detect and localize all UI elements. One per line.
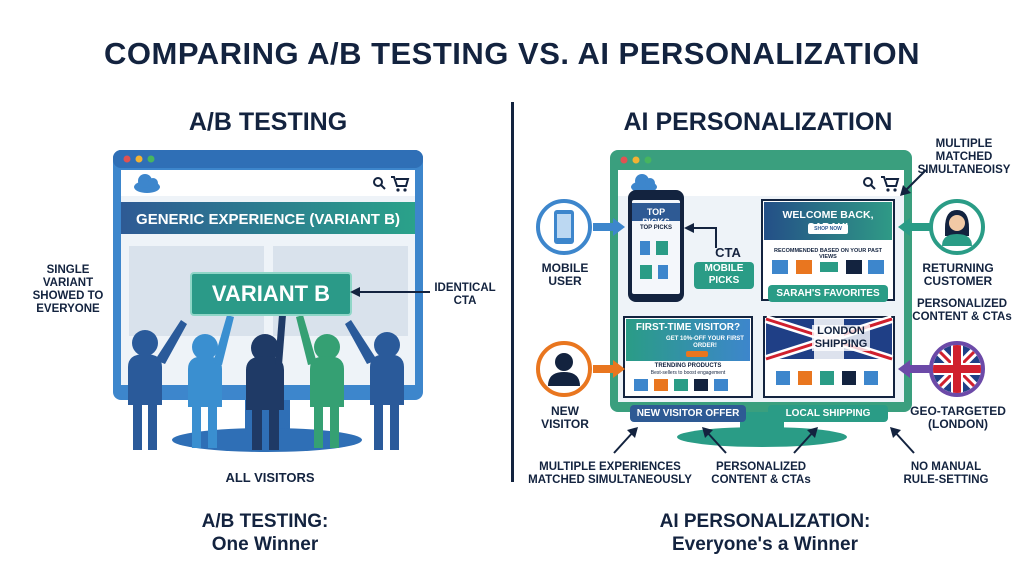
ab-heading: A/B TESTING xyxy=(188,108,348,136)
center-divider xyxy=(511,102,514,482)
uk-flag-icon xyxy=(929,341,985,397)
cta-arrow xyxy=(684,223,717,248)
returning-arrow xyxy=(898,218,930,236)
woman-icon xyxy=(929,199,985,255)
mobile-arrow xyxy=(593,218,625,236)
ai-footer-line1: AI PERSONALIZATION: xyxy=(659,511,871,532)
cta-label: CTA xyxy=(715,245,741,260)
ab-monitor-illustration xyxy=(113,150,423,452)
bottom-right-arrow xyxy=(890,427,915,454)
cart-icon xyxy=(391,176,410,192)
mobile-user-label: MOBILE USER xyxy=(541,261,589,288)
multiple-experiences-note: MULTIPLE EXPERIENCES MATCHED SIMULTANEOU… xyxy=(528,461,692,486)
geo-arrow xyxy=(898,360,930,378)
ai-footer-line2: Everyone's a Winner xyxy=(672,534,858,555)
identical-cta-note: IDENTICAL CTA xyxy=(434,282,496,307)
ab-footer-line1: A/B TESTING: xyxy=(201,511,329,532)
generic-experience-banner: GENERIC EXPERIENCE (VARIANT B) xyxy=(136,211,400,228)
ai-monitor-illustration xyxy=(610,150,912,447)
new-visitor-offer-button[interactable]: NEW VISITOR OFFER xyxy=(630,405,746,422)
returning-customer-label: RETURNING CUSTOMER xyxy=(922,261,994,288)
single-variant-note: SINGLE VARIANT SHOWED TO EVERYONE xyxy=(32,264,104,315)
phone-icon xyxy=(536,199,592,255)
multiple-matched-arrow xyxy=(900,169,927,196)
trending-products-sub: Best-sellers to boost engagement xyxy=(650,370,726,376)
search-icon xyxy=(373,177,386,190)
all-visitors-label: ALL VISITORS xyxy=(225,470,315,485)
phone-top-picks: TOP PICKS xyxy=(642,207,670,227)
no-manual-rule-note: NO MANUAL RULE-SETTING xyxy=(903,461,989,486)
bottom-personalized-note: PERSONALIZED CONTENT & CTAs xyxy=(711,461,811,486)
mobile-picks-button[interactable]: MOBILE PICKS xyxy=(694,262,754,289)
ai-heading: AI PERSONALIZATION xyxy=(623,108,893,136)
first-order-offer-text: GET 10%-OFF YOUR FIRST ORDER! xyxy=(666,336,744,349)
bottom-left-arrow xyxy=(613,427,638,454)
personalized-content-note: PERSONALIZED CONTENT & CTAs xyxy=(912,298,1012,323)
bottom-mid-arrow-right xyxy=(793,427,818,454)
sarahs-favorites-button[interactable]: SARAH'S FAVORITES xyxy=(768,285,888,302)
variant-b-button[interactable]: VARIANT B xyxy=(190,272,352,316)
person-icon xyxy=(536,341,592,397)
local-shipping-button[interactable]: LOCAL SHIPPING xyxy=(768,405,888,422)
cloud-icon xyxy=(134,174,160,193)
multiple-matched-note: MULTIPLE MATCHED SIMULTANEOISY xyxy=(917,138,1011,176)
phone-top-picks-small: TOP PICKS xyxy=(639,225,673,231)
ab-footer-line2: One Winner xyxy=(211,534,319,555)
cart-icon xyxy=(881,176,900,192)
search-icon xyxy=(863,177,876,190)
identical-cta-arrow xyxy=(350,287,430,297)
recommended-text: RECOMMENDED BASED ON YOUR PAST VIEWS xyxy=(774,248,882,260)
geo-targeted-label: GEO-TARGETED (LONDON) xyxy=(910,404,1006,431)
shop-now-button[interactable]: SHOP NOW xyxy=(808,224,848,234)
trending-products-heading: TRENDING PRODUCTS xyxy=(654,363,722,369)
bottom-mid-arrow-left xyxy=(702,427,727,454)
new-visitor-arrow xyxy=(593,360,625,378)
first-time-visitor-heading: FIRST-TIME VISITOR? xyxy=(635,322,741,333)
new-visitor-label: NEW VISITOR xyxy=(541,404,589,431)
london-shipping-heading: LONDON SHIPPING xyxy=(812,325,870,351)
page-title: COMPARING A/B TESTING VS. AI PERSONALIZA… xyxy=(104,36,920,71)
